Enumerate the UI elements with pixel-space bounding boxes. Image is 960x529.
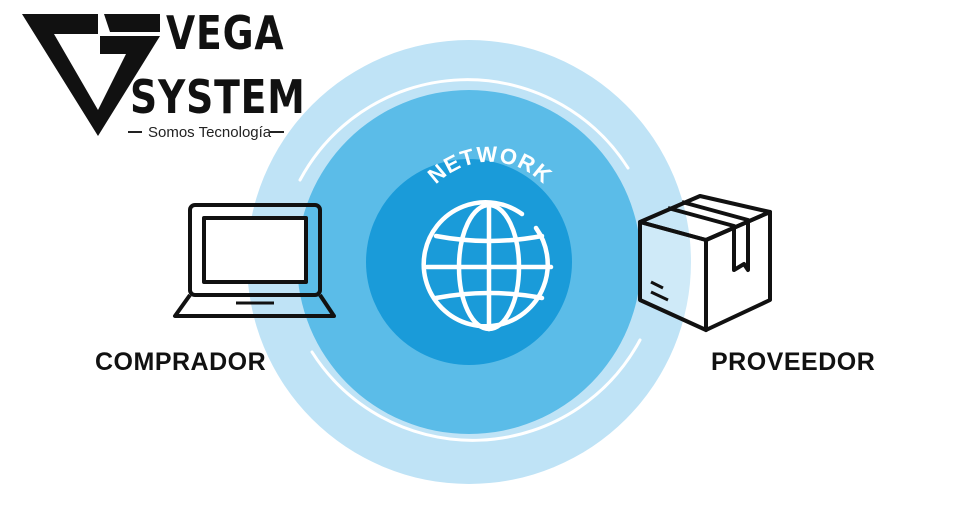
seller-label: PROVEEDOR <box>711 348 876 376</box>
inner-core <box>366 159 572 365</box>
buyer-label: COMPRADOR <box>95 348 267 376</box>
logo-system-text: SYSTEM <box>130 70 306 124</box>
package-box-icon <box>638 194 772 332</box>
logo-tagline: Somos Tecnología <box>148 124 272 141</box>
vg-monogram-logo <box>22 14 160 136</box>
tagline-dash-left <box>128 131 142 133</box>
bottom-arc <box>310 338 642 442</box>
tagline-dash-right <box>270 131 284 133</box>
laptop-icon <box>173 203 336 318</box>
logo-vega-text: VEGA <box>166 6 285 60</box>
top-arc <box>298 78 630 182</box>
globe-icon <box>421 200 554 332</box>
